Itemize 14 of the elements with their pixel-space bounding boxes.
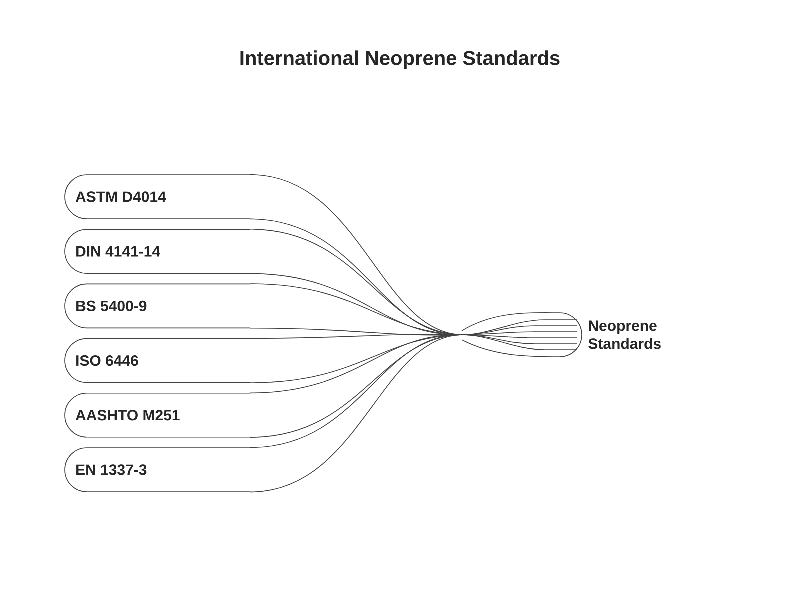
connector-curve (250, 334, 578, 384)
band-box: DIN 4141-14 (64, 229, 250, 274)
band-box: ASTM D4014 (64, 174, 250, 220)
band-box: EN 1337-3 (64, 448, 250, 492)
connector-curve (250, 334, 578, 493)
connector-curve (250, 284, 578, 336)
connector-curve (250, 174, 578, 336)
band-box: AASHTO M251 (64, 393, 250, 438)
title: International Neoprene Standards (240, 50, 560, 70)
band-box: ISO 6446 (64, 338, 250, 384)
band-box: BS 5400-9 (64, 284, 250, 329)
connector-curve (250, 229, 578, 336)
connector-curve (250, 334, 578, 438)
bundle-tail: Neoprene Standards (462, 312, 661, 358)
